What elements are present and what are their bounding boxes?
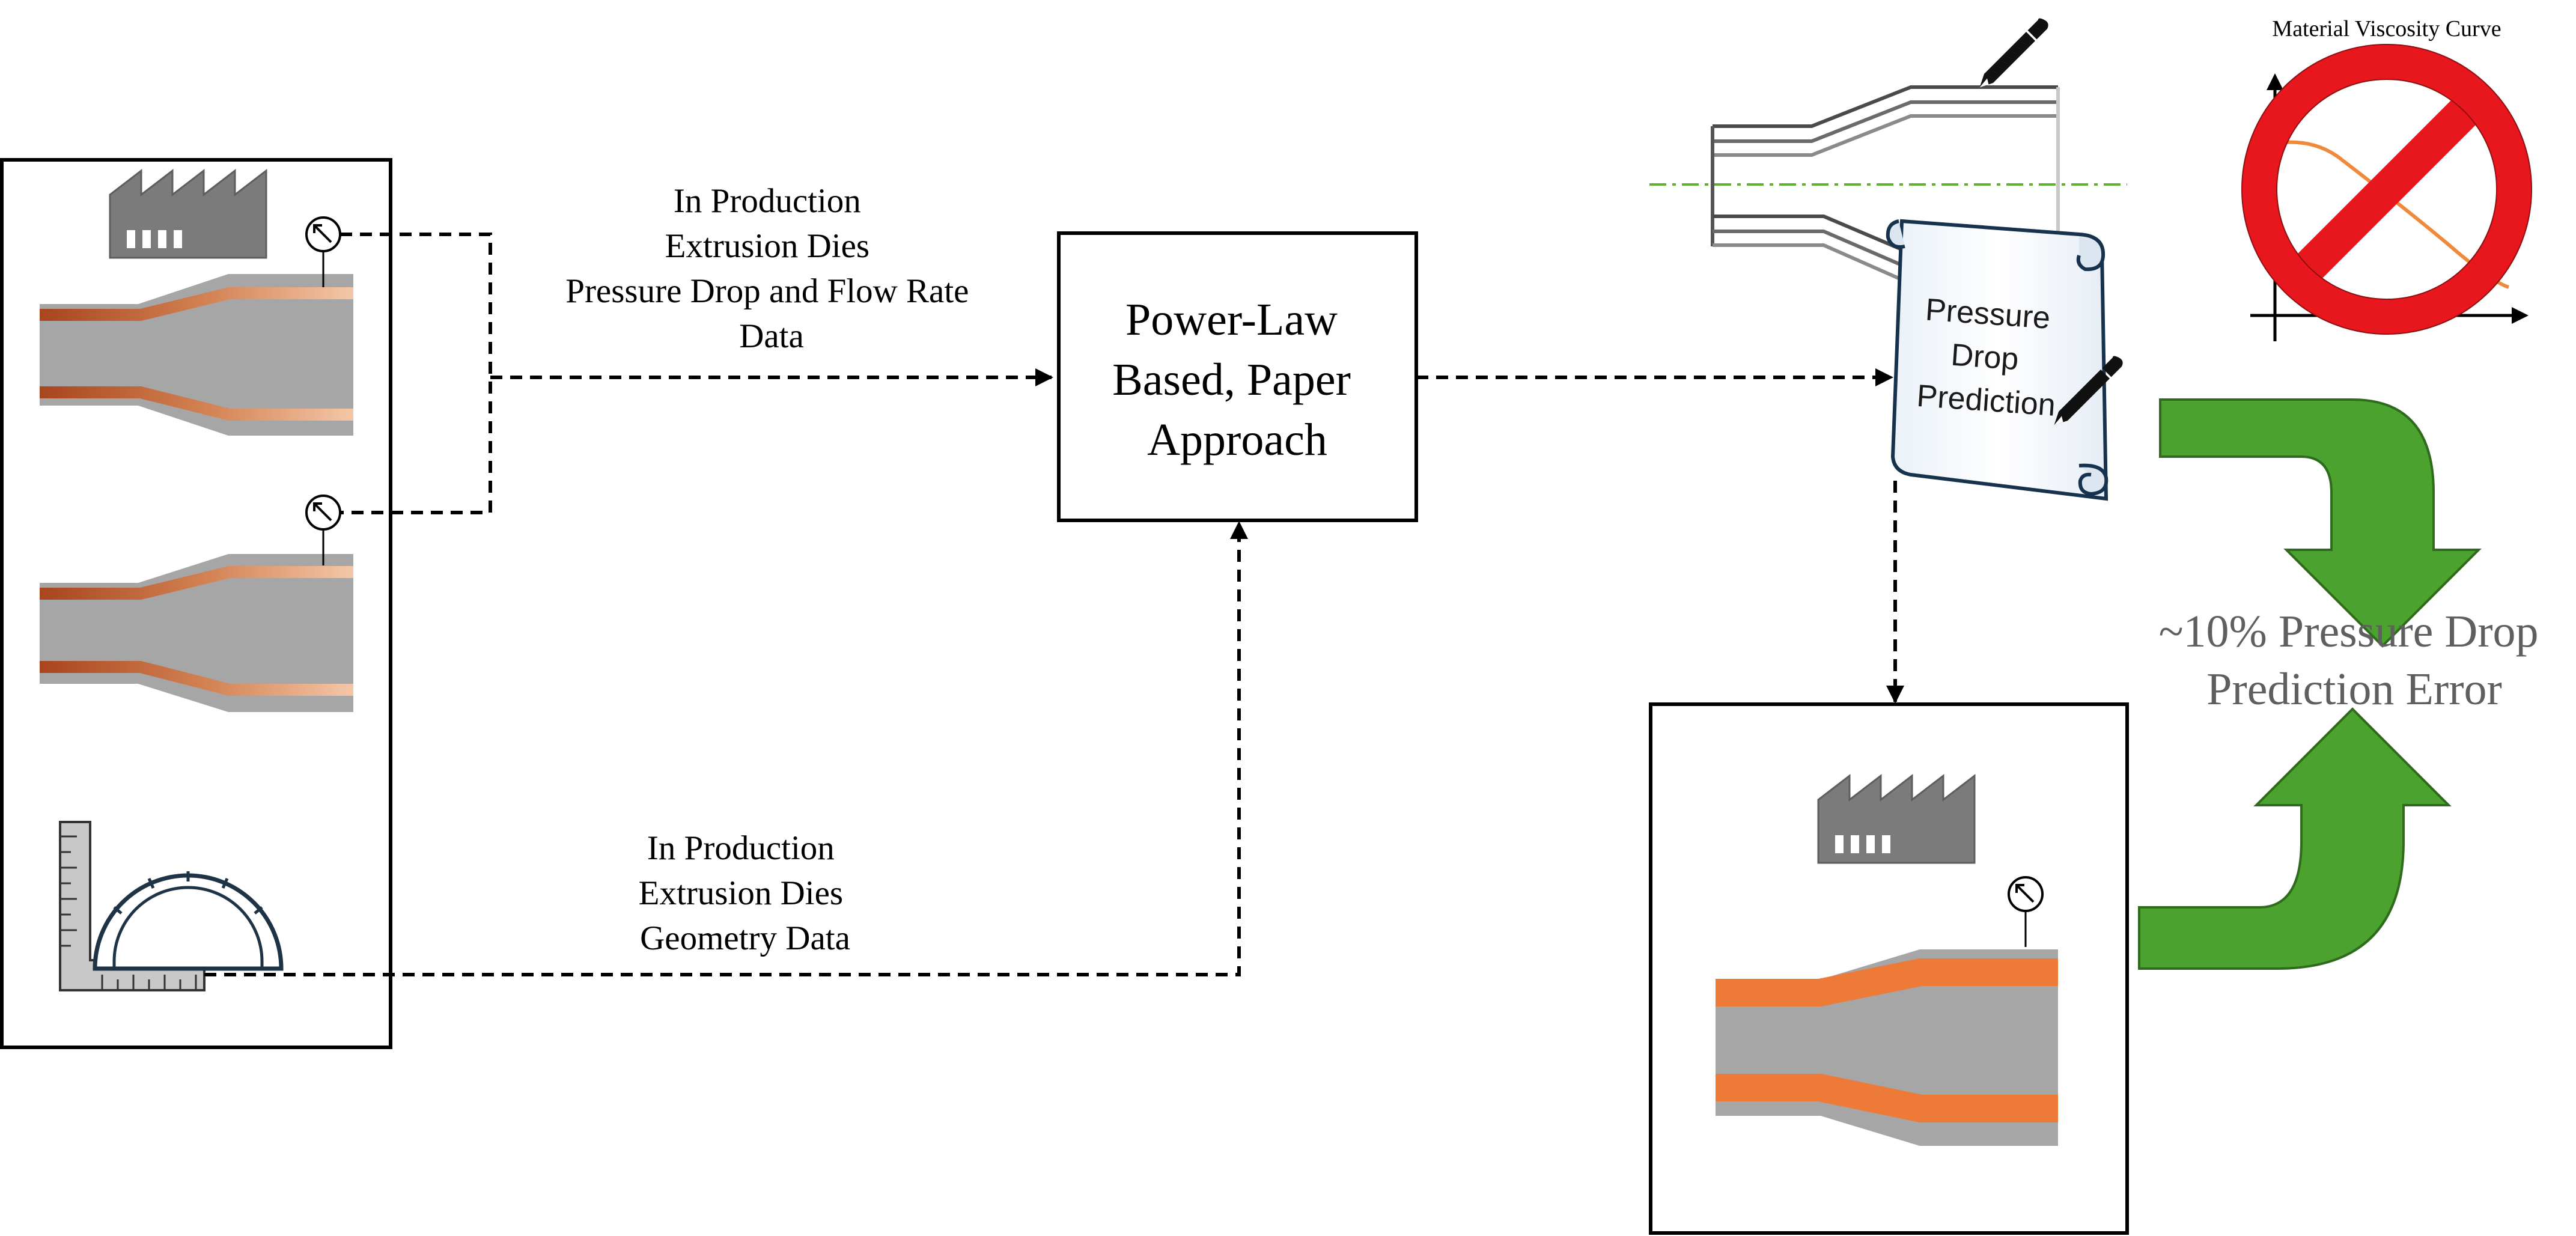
factory-icon	[1817, 775, 1976, 864]
validation-panel-frame	[1649, 702, 2129, 1235]
flow-data-label: In Production Extrusion Dies Pressure Dr…	[565, 182, 977, 355]
extrusion-die-upper	[40, 274, 353, 436]
viscosity-curve-title: Material Viscosity Curve	[2272, 16, 2501, 41]
green-curved-arrow-icon	[2138, 707, 2452, 970]
prediction-error-label: ~10% Pressure Drop Prediction Error	[2158, 606, 2550, 714]
left-panel-frame	[0, 158, 392, 1049]
method-box-title: Power-Law Based, Paper Approach	[1112, 294, 1362, 465]
gauge-bracket-connector	[340, 233, 492, 514]
extrusion-die-lower	[40, 554, 353, 712]
extrusion-die-validation	[1716, 949, 2058, 1146]
validation-die-panel	[1649, 702, 2129, 1235]
pressure-gauge-icon	[2008, 876, 2044, 948]
geometry-data-arrow	[204, 521, 1248, 976]
pencil-icon	[1979, 18, 2048, 88]
material-viscosity-curve-icon: Material Viscosity Curve	[2241, 16, 2532, 341]
prediction-scroll: Pressure Drop Prediction	[1886, 219, 2109, 501]
ruler-protractor-icon	[59, 821, 284, 991]
sketched-die-drawing	[1649, 85, 2127, 285]
prohibited-icon	[2241, 44, 2532, 335]
power-law-method-box: Power-Law Based, Paper Approach	[1057, 231, 1418, 522]
flow-connectors	[204, 233, 1904, 976]
factory-icon	[109, 169, 267, 259]
green-curved-arrow-icon	[2159, 398, 2482, 648]
source-dies-panel	[0, 158, 392, 1049]
geometry-data-label: In Production Extrusion Dies Geometry Da…	[639, 829, 852, 957]
